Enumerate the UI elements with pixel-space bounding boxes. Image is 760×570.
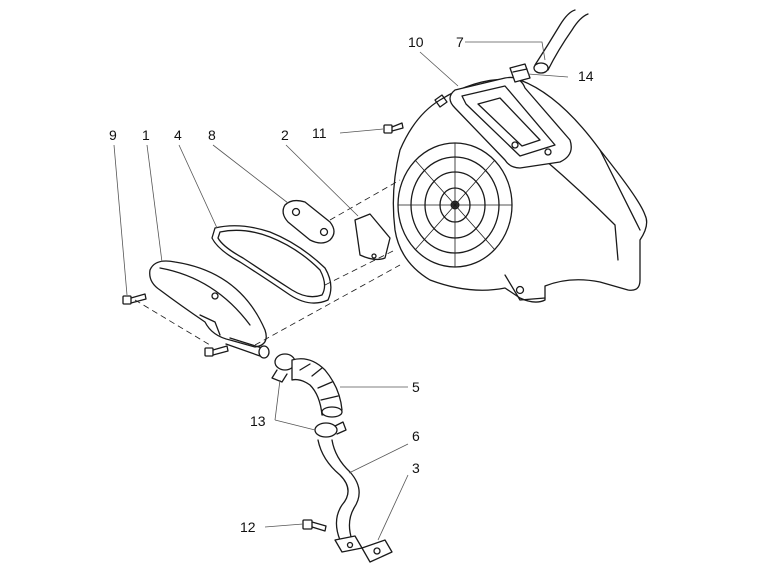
callout-11: 11 (312, 125, 327, 141)
callout-6: 6 (412, 428, 420, 444)
gasket-part-4 (211, 225, 332, 304)
callout-4: 4 (174, 127, 182, 143)
block-part-8 (282, 199, 335, 244)
alignment-lines (134, 179, 401, 346)
callout-1: 1 (142, 127, 150, 143)
callout-3: 3 (412, 460, 420, 476)
clip-part-14 (509, 63, 531, 83)
screw-part-9 (122, 293, 147, 305)
elbow-part-5 (291, 358, 343, 418)
screw-part-12 (302, 519, 327, 532)
screw-part-11 (383, 122, 404, 134)
callout-9: 9 (109, 127, 117, 143)
callout-8: 8 (208, 127, 216, 143)
callout-5: 5 (412, 379, 420, 395)
gasket-part-3 (361, 539, 393, 563)
pipe-part-6 (317, 439, 363, 553)
callout-7: 7 (456, 34, 464, 50)
fan-cover-housing (392, 76, 648, 303)
callout-14: 14 (578, 68, 594, 84)
callout-2: 2 (281, 127, 289, 143)
clamp-part-13b (314, 421, 347, 438)
cover-plate-part-1 (149, 260, 267, 348)
callout-12: 12 (240, 519, 256, 535)
callout-10: 10 (408, 34, 424, 50)
hose-part-7 (533, 9, 589, 74)
leader-lines (113, 41, 569, 541)
callout-13: 13 (250, 413, 266, 429)
callout-labels: 7 10 14 11 9 1 4 8 2 5 13 6 3 12 (109, 34, 594, 535)
screw-part-9b (204, 345, 229, 357)
plate-part-2 (354, 213, 391, 261)
outlet-nozzle (225, 337, 270, 359)
